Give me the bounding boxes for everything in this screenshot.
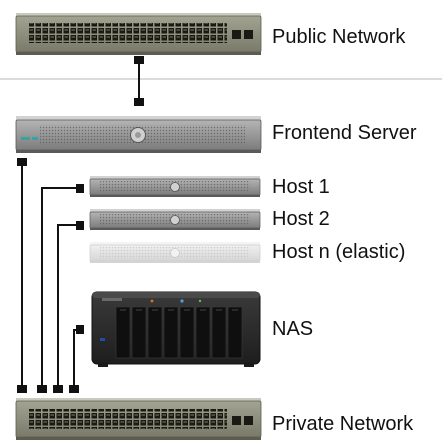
cable-connectors [17, 56, 144, 393]
host-n-label: Host n (elastic) [272, 241, 406, 263]
host-n-elastic-server [89, 242, 261, 263]
host-1-server [89, 176, 261, 197]
cable-host2-private [57, 224, 82, 389]
nas-device [91, 291, 261, 367]
public-network-switch [15, 13, 262, 55]
nas-label: NAS [272, 318, 314, 340]
connector [69, 385, 79, 393]
connector [76, 184, 84, 193]
frontend-server-label: Frontend Server [272, 122, 417, 144]
cable-host1-private [41, 187, 82, 389]
nas-drive-bays [115, 306, 243, 359]
host-2-label: Host 2 [272, 208, 330, 230]
host-1-label: Host 1 [272, 176, 330, 198]
connector [53, 385, 63, 393]
private-network-label: Private Network [272, 413, 414, 435]
frontend-server [15, 116, 262, 153]
connector [134, 56, 144, 64]
connector [17, 385, 27, 393]
connector [76, 325, 84, 334]
public-network-label: Public Network [272, 26, 406, 48]
connector [76, 221, 84, 230]
connector [37, 385, 47, 393]
connector [134, 98, 144, 106]
cable-nas-private [73, 329, 82, 389]
connector [17, 158, 27, 166]
host-2-server [89, 209, 261, 230]
private-network-switch [15, 398, 262, 440]
